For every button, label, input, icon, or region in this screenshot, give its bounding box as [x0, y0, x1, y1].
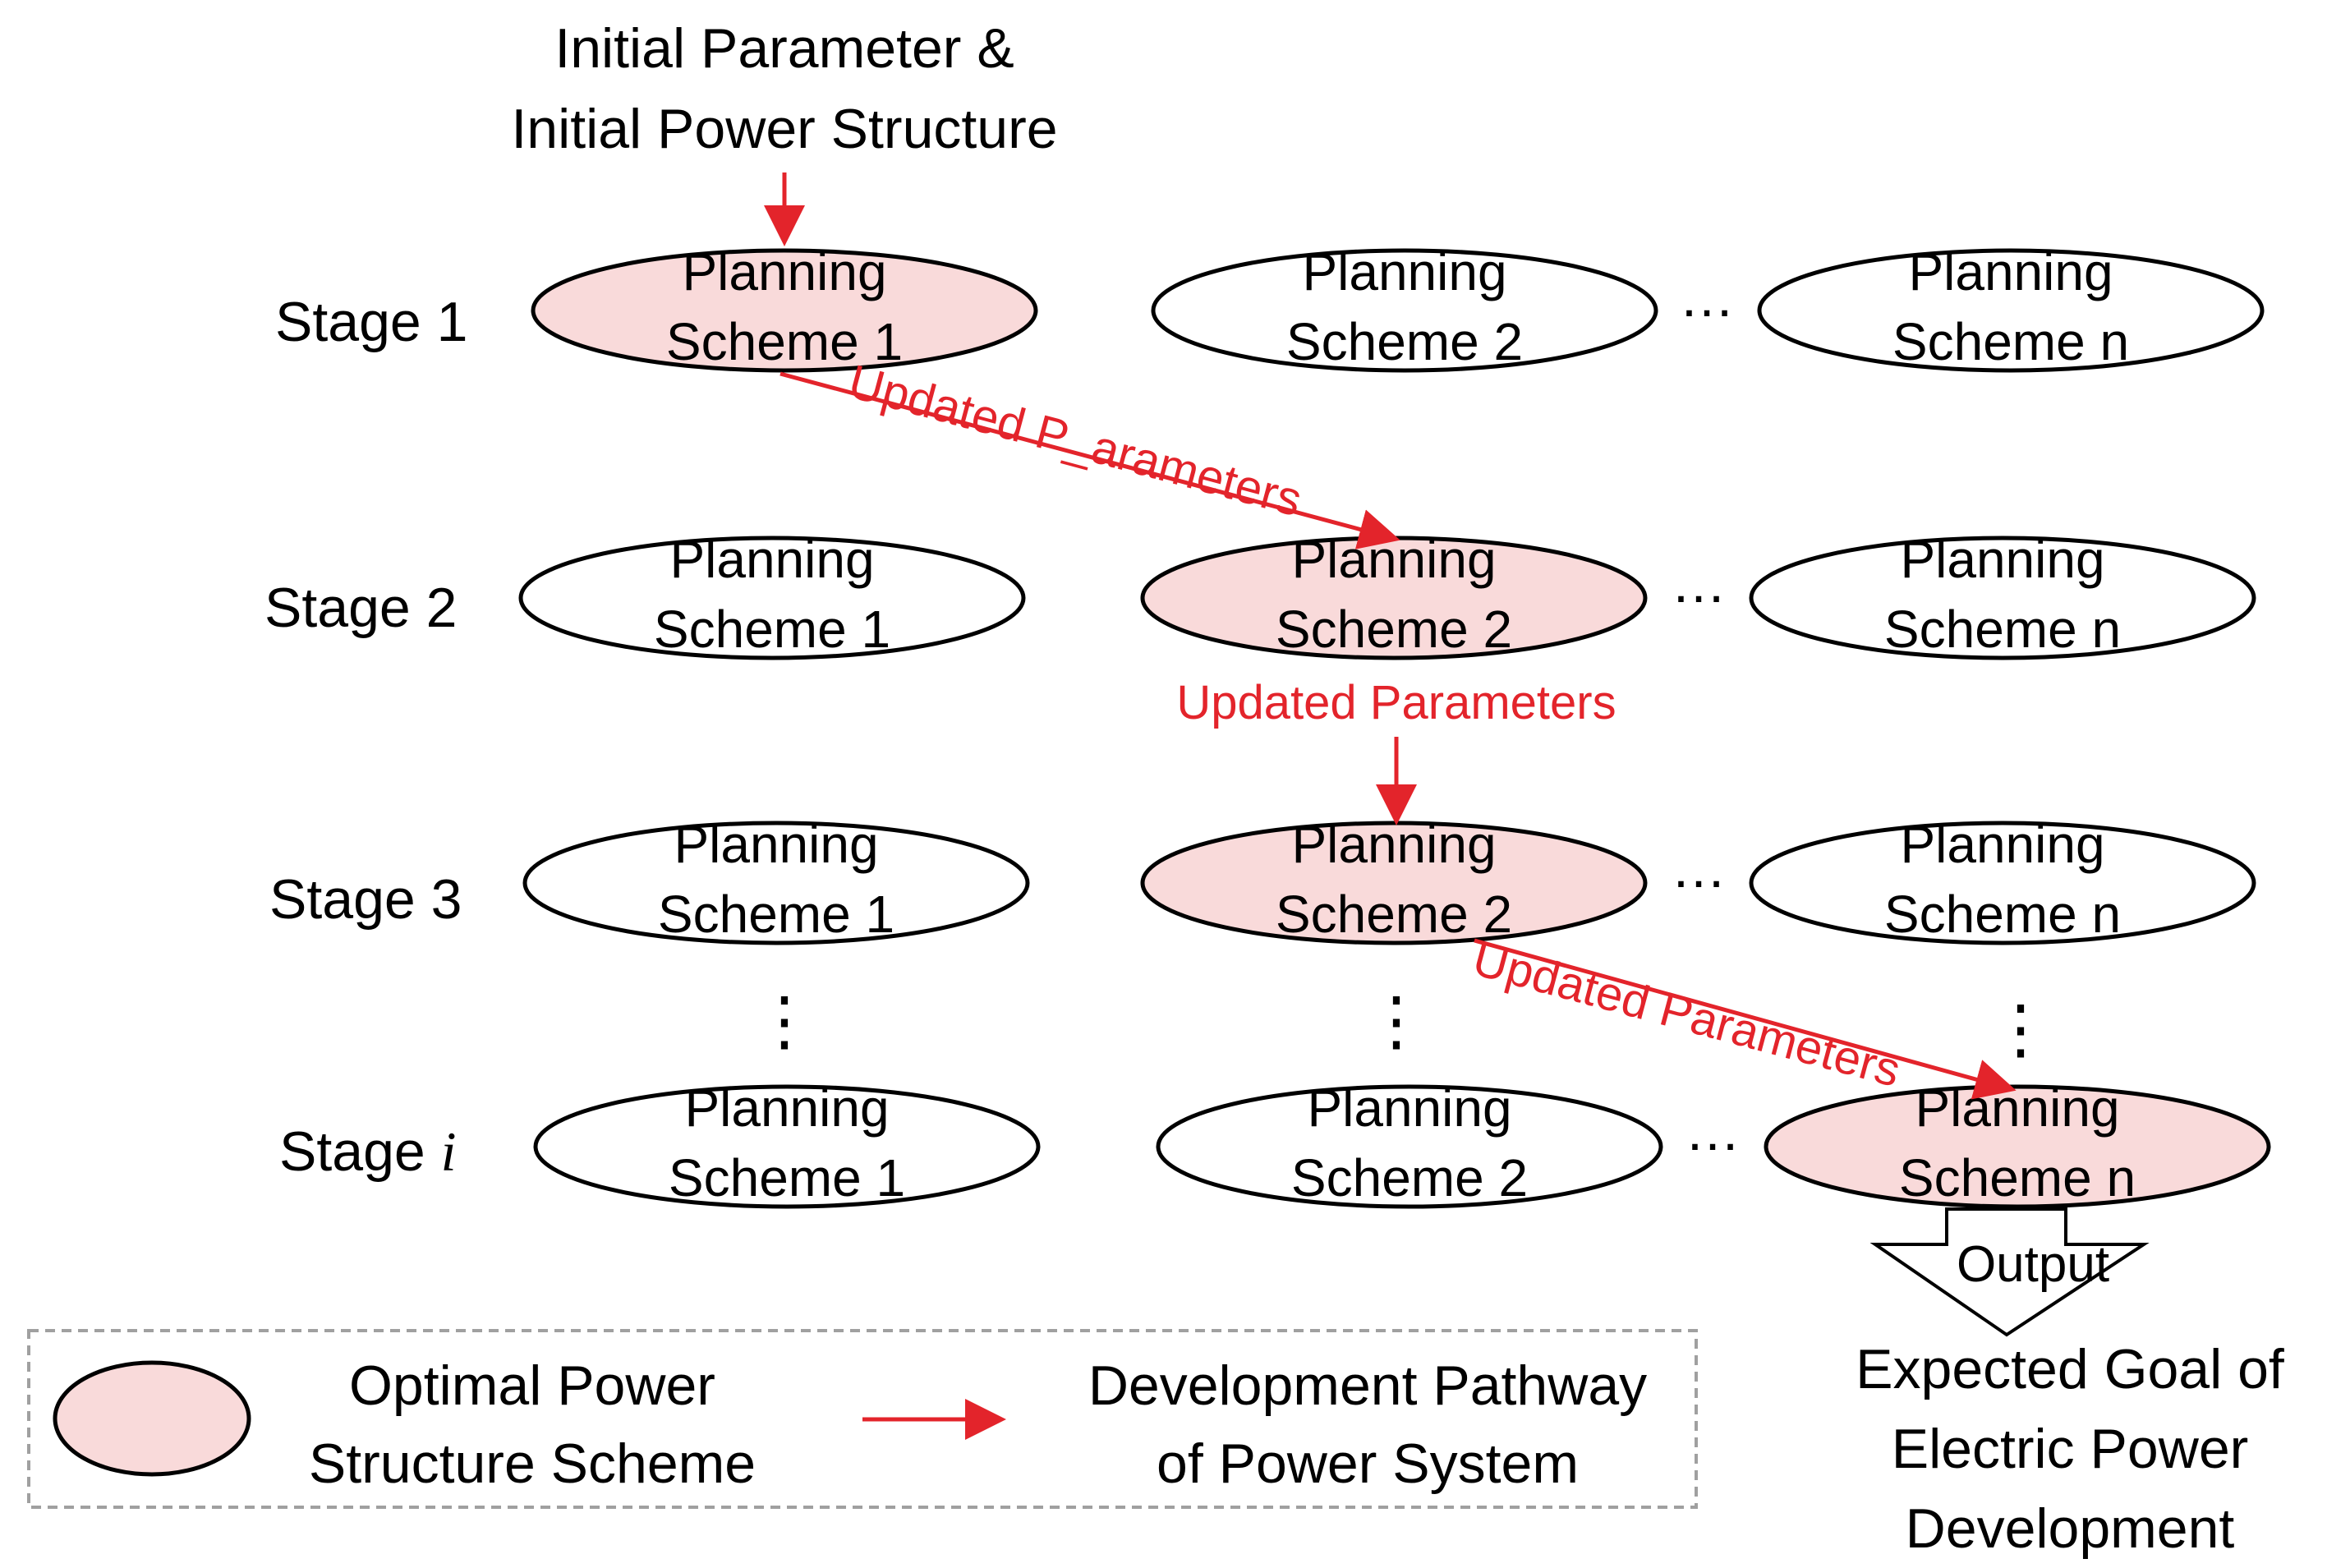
scheme-ellipse: [533, 1084, 1041, 1209]
scheme-number: Scheme n: [1884, 600, 2121, 659]
scheme-ellipse: [518, 536, 1026, 660]
optimal-scheme-ellipse: [531, 248, 1038, 373]
scheme-number: Scheme n: [1892, 312, 2129, 371]
scheme-title: Planning: [1302, 242, 1506, 301]
goal-line-3: Development: [1906, 1497, 2235, 1560]
row-2-ellipsis: …: [1671, 552, 1727, 614]
scheme-title: Planning: [669, 530, 874, 589]
scheme-number: Scheme n: [1884, 885, 2121, 944]
legend-box: [27, 1329, 1698, 1509]
path-arrow-stage1-to-2: [779, 371, 1400, 549]
scheme-number: Scheme 2: [1276, 600, 1512, 659]
scheme-title: Planning: [1307, 1078, 1511, 1138]
scheme-title: Planning: [1291, 530, 1496, 589]
col-3-vdots: ⋮: [1988, 992, 2053, 1065]
scheme-number: Scheme 1: [666, 312, 903, 371]
scheme-number: Scheme 2: [1276, 885, 1512, 944]
scheme-ellipse: [1749, 821, 2256, 945]
initial-structure-text: Initial Power Structure: [511, 98, 1057, 160]
scheme-title: Planning: [1900, 530, 2104, 589]
legend-optimal-ellipse: [53, 1360, 251, 1477]
stage-1-label: Stage 1: [275, 291, 467, 353]
path-arrow-stage3-to-i: [1474, 938, 2017, 1100]
scheme-ellipse: [1151, 248, 1658, 373]
initial-parameter-text: Initial Parameter &: [554, 17, 1014, 80]
scheme-title: Planning: [1908, 242, 2113, 301]
goal-line-2: Electric Power: [1892, 1418, 2249, 1480]
scheme-number: Scheme 1: [658, 885, 894, 944]
legend-path-line-2: of Power System: [1157, 1432, 1579, 1495]
scheme-title: Planning: [1900, 815, 2104, 874]
legend-optimal-line-2: Structure Scheme: [309, 1432, 756, 1495]
scheme-number: Scheme 1: [654, 600, 890, 659]
row-3-ellipsis: …: [1671, 837, 1727, 899]
output-label: Output: [1957, 1236, 2109, 1293]
scheme-title: Planning: [1291, 815, 1496, 874]
row-1-ellipsis: …: [1679, 266, 1735, 329]
path-label-stage2-to-3: Updated Parameters: [1176, 676, 1616, 729]
scheme-ellipse: [522, 821, 1030, 945]
scheme-number: Scheme 2: [1291, 1148, 1528, 1207]
optimal-scheme-ellipse: [1764, 1084, 2271, 1209]
output-block-arrow: [1869, 1207, 2150, 1337]
scheme-ellipse: [1749, 536, 2256, 660]
col-1-vdots: ⋮: [752, 984, 817, 1057]
path-label-stage1-to-2: Updated P_arameters: [844, 355, 1308, 527]
scheme-title: Planning: [682, 242, 886, 301]
scheme-number: Scheme 1: [669, 1148, 905, 1207]
scheme-ellipse: [1156, 1084, 1663, 1209]
legend-path-line-1: Development Pathway: [1088, 1354, 1647, 1417]
row-i-ellipsis: …: [1685, 1100, 1741, 1162]
scheme-title: Planning: [1915, 1078, 2119, 1138]
col-2-vdots: ⋮: [1364, 984, 1429, 1057]
scheme-ellipse: [1757, 248, 2265, 373]
scheme-title: Planning: [684, 1078, 889, 1138]
scheme-title: Planning: [674, 815, 878, 874]
stage-3-label: Stage 3: [269, 868, 462, 931]
goal-line-1: Expected Goal of: [1856, 1338, 2284, 1400]
stage-2-label: Stage 2: [264, 577, 457, 639]
stage-i-label: Stage i: [279, 1120, 457, 1183]
legend-optimal-line-1: Optimal Power: [349, 1354, 715, 1417]
scheme-number: Scheme n: [1899, 1148, 2136, 1207]
scheme-number: Scheme 2: [1286, 312, 1523, 371]
path-label-stage3-to-i: Updated Parameters: [1468, 932, 1906, 1097]
